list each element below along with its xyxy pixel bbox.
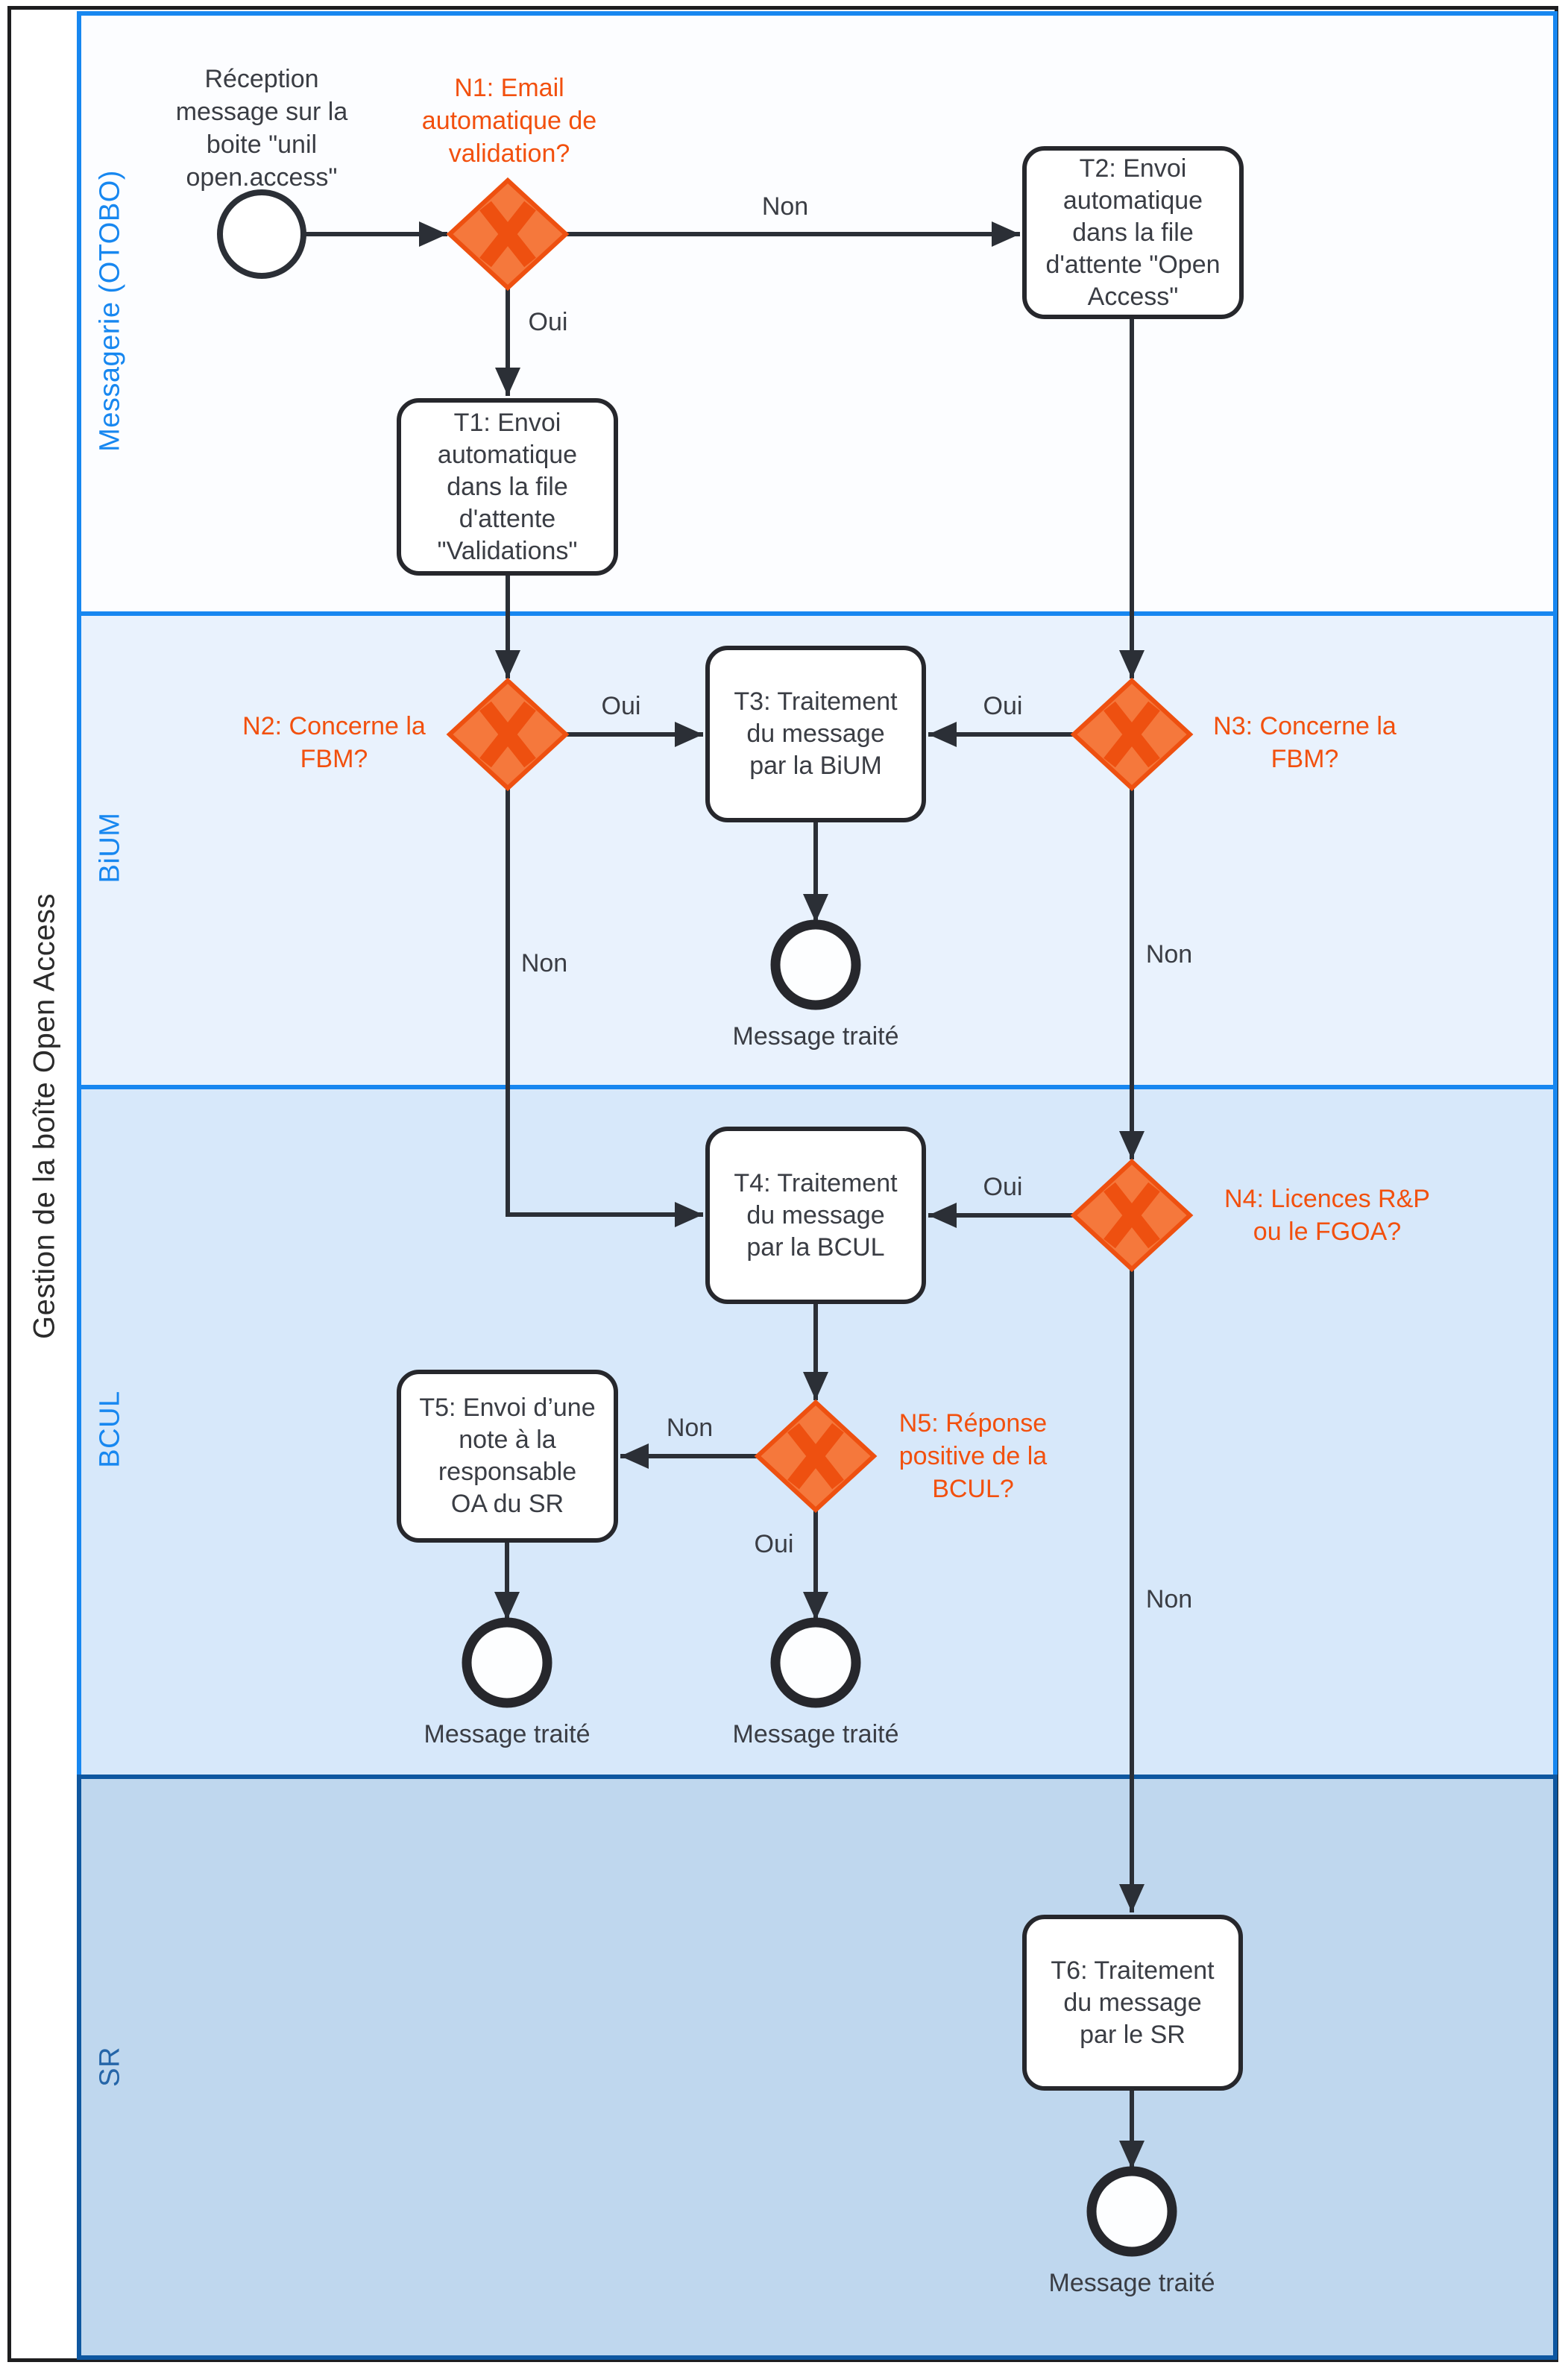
edge-label-n2-oui: Oui <box>601 692 641 720</box>
task-t1: T1: Envoi automatique dans la file d'att… <box>397 398 618 576</box>
edge-label-n3-non: Non <box>1145 940 1193 969</box>
edge-label-n1-oui: Oui <box>528 308 568 336</box>
task-t5: T5: Envoi d’une note à la responsable OA… <box>397 1370 618 1543</box>
gateway-n5-label: N5: Réponse positive de la BCUL? <box>898 1409 1048 1503</box>
lane-label-bium: BiUM <box>94 812 126 884</box>
edge-label-n4-oui: Oui <box>983 1173 1023 1201</box>
start-event-label: Réception message sur la boite "unil ope… <box>175 65 348 192</box>
task-t2: T2: Envoi automatique dans la file d'att… <box>1022 146 1244 319</box>
end-label-bcul: Message traité <box>732 1720 899 1748</box>
edge-label-n5-non: Non <box>666 1414 714 1442</box>
edge-label-n5-oui: Oui <box>754 1530 794 1558</box>
lane-label-bcul: BCUL <box>94 1391 126 1468</box>
pool-title: Gestion de la boîte Open Access <box>28 892 61 1340</box>
lane-messagerie <box>77 11 1558 616</box>
task-t4: T4: Traitement du message par la BCUL <box>705 1127 926 1304</box>
edge-label-n3-oui: Oui <box>983 692 1023 720</box>
edge-label-n1-non: Non <box>761 192 809 221</box>
gateway-n3-label: N3: Concerne la FBM? <box>1213 712 1397 773</box>
task-t3: T3: Traitement du message par la BiUM <box>705 646 926 822</box>
lane-label-sr: SR <box>94 2047 126 2087</box>
edge-label-n4-non: Non <box>1145 1585 1193 1613</box>
gateway-n1-label: N1: Email automatique de validation? <box>421 74 597 168</box>
gateway-n2-label: N2: Concerne la FBM? <box>242 712 426 773</box>
edge-label-n2-non: Non <box>520 949 568 977</box>
gateway-n4-label: N4: Licences R&P ou le FGOA? <box>1224 1185 1430 1246</box>
lane-sr <box>77 1775 1558 2360</box>
end-label-bcul-note: Message traité <box>424 1720 591 1748</box>
end-label-sr: Message traité <box>1048 2269 1215 2297</box>
task-t6: T6: Traitement du message par le SR <box>1022 1915 1243 2091</box>
end-label-bium: Message traité <box>732 1022 899 1051</box>
lane-label-messagerie: Messagerie (OTOBO) <box>94 170 126 452</box>
